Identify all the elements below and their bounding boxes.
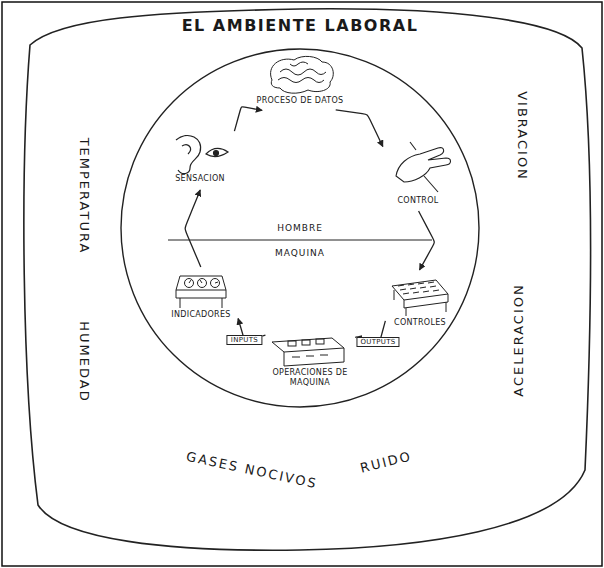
flow-arrow (419, 211, 435, 270)
environment-factor: ACELERACION (511, 283, 526, 396)
panel-front (404, 294, 448, 308)
environment-factor: HUMEDAD (77, 321, 92, 402)
indicators-icon (176, 276, 226, 308)
flow-arrow (336, 110, 383, 147)
machine-part (316, 339, 324, 344)
region-label: HOMBRE (277, 223, 323, 233)
environment-outline (24, 9, 591, 550)
machine-part (292, 355, 328, 357)
brain-outline (271, 56, 334, 93)
brain-folds (278, 62, 326, 83)
stage-label: CONTROL (390, 196, 446, 206)
stage-label: INDICADORES (171, 310, 230, 320)
system-stage: CONTROLES (388, 274, 452, 330)
lever (424, 176, 438, 192)
ear (176, 136, 201, 174)
system-stage: SENSACION (168, 128, 232, 186)
machine-part (302, 340, 310, 345)
stage-label: PROCESO DE DATOS (257, 96, 344, 106)
stage-label: OPERACIONES DE MAQUINA (272, 368, 348, 388)
circle-outline (121, 49, 479, 407)
panel-top (392, 280, 448, 300)
eye (206, 148, 228, 156)
machine-top (272, 338, 344, 352)
system-stage: PROCESO DE DATOS (253, 56, 348, 108)
title-text: EL AMBIENTE LABORAL (182, 16, 419, 35)
brain-icon (271, 56, 334, 93)
environment-factor: GASES NOCIVOS (185, 449, 319, 491)
indicator-legs (180, 298, 222, 308)
dial-needle (189, 280, 218, 283)
system-stage: OPERACIONES DE MAQUINA (268, 334, 352, 390)
flow-arrow (185, 190, 201, 267)
machine-front (284, 348, 344, 366)
hand (396, 148, 451, 182)
region-label: MAQUINA (275, 248, 325, 258)
flow-arrow (234, 107, 262, 131)
stage-label: SENSACION (172, 174, 228, 184)
environment-factor: VIBRACION (515, 91, 530, 181)
system-stage: CONTROL (386, 140, 450, 208)
stage-label: CONTROLES (392, 318, 448, 328)
divider-line (168, 240, 432, 241)
environment-factor: TEMPERATURA (77, 138, 92, 255)
system-stage: INDICADORES (167, 270, 234, 322)
machine-icon (272, 338, 344, 366)
panel-keys (398, 282, 439, 294)
hand-icon (396, 142, 451, 192)
indicator-front (176, 290, 226, 298)
flow-label: OUTPUTS (356, 337, 399, 347)
environment-factor: RUIDO (359, 448, 414, 475)
pupil (214, 151, 219, 156)
lever (410, 142, 416, 150)
controls-panel-icon (392, 280, 448, 316)
man-machine-circle: HOMBRE MAQUINA PROCESO DE DATOS CONTROL CONT… (120, 48, 480, 408)
machine-part (288, 341, 296, 346)
indicator-face (176, 276, 226, 290)
flow-label: INPUTS (227, 335, 262, 345)
panel-legs (394, 290, 446, 316)
ear-eye-icon (176, 136, 228, 174)
